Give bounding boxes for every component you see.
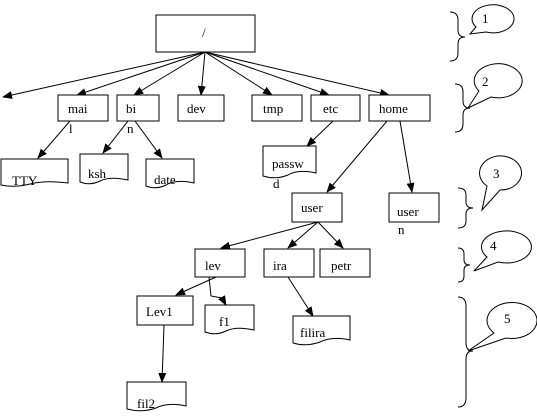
file-date: date xyxy=(145,158,195,189)
edge-home-to-usern xyxy=(399,120,415,193)
file-nodes: TTY ksh date passw d f1 filira fil2 xyxy=(0,145,351,412)
node-mail: mai l xyxy=(57,94,109,136)
callout-level-2: 2 xyxy=(466,63,523,110)
node-bin-label: bi xyxy=(126,101,137,116)
edge-etc-to-passwd xyxy=(306,120,334,147)
brace-level-1 xyxy=(449,11,466,62)
node-petr-label: petr xyxy=(331,258,352,273)
node-root: / xyxy=(155,14,256,53)
file-date-label: date xyxy=(154,172,176,187)
level-callouts: 1 2 3 4 5 xyxy=(466,4,537,352)
node-ira-label: ira xyxy=(273,258,287,273)
edge-root-to-mail xyxy=(76,51,206,96)
file-filira: filira xyxy=(292,315,351,346)
file-f1-label: f1 xyxy=(219,314,230,329)
brace-level-4 xyxy=(457,247,471,283)
file-tty-label: TTY xyxy=(12,173,38,188)
file-passwd: passw d xyxy=(262,145,317,191)
edge-mail-to-tty xyxy=(37,120,71,159)
node-bin: bi n xyxy=(116,94,160,136)
callout-level-2-label: 2 xyxy=(482,74,489,89)
callout-level-3-label: 3 xyxy=(493,166,500,181)
node-etc: etc xyxy=(310,94,361,122)
edge-lev1-to-fil2 xyxy=(158,324,167,383)
node-ira: ira xyxy=(263,248,315,278)
file-tty: TTY xyxy=(0,158,69,188)
node-mail-label-wrap: l xyxy=(69,121,73,136)
brace-level-3 xyxy=(457,187,474,229)
file-filira-label: filira xyxy=(300,325,325,340)
edge-root-to-tmp xyxy=(204,51,273,96)
callout-level-4-label: 4 xyxy=(490,238,497,253)
file-passwd-label-wrap: d xyxy=(273,176,280,191)
callout-level-4: 4 xyxy=(473,230,532,272)
edge-lev-to-f1 xyxy=(208,276,227,306)
edge-root-to-bin xyxy=(133,51,206,96)
edge-ira-to-filira xyxy=(287,276,314,317)
node-user: user xyxy=(291,192,343,223)
file-fil2-label: fil2 xyxy=(137,396,155,411)
node-lev1-label: Lev1 xyxy=(146,304,173,319)
callout-level-3: 3 xyxy=(479,155,523,212)
node-dev: dev xyxy=(177,94,225,122)
file-f1: f1 xyxy=(204,304,255,335)
node-usern: user n xyxy=(388,192,440,237)
node-mail-label: mai xyxy=(68,101,88,116)
node-root-label: / xyxy=(202,25,206,40)
edge-user-to-petr xyxy=(317,221,344,249)
edge-root-to-dev xyxy=(197,51,206,96)
file-fil2: fil2 xyxy=(126,381,187,412)
edge-user-to-lev xyxy=(220,221,319,250)
node-usern-label-wrap: n xyxy=(398,222,405,237)
node-petr: petr xyxy=(319,248,371,278)
edge-home-to-user xyxy=(326,120,388,193)
edge-root-to-etc xyxy=(204,51,330,96)
level-braces xyxy=(449,11,474,408)
node-lev-label: lev xyxy=(205,258,221,273)
node-lev: lev xyxy=(194,248,246,278)
edge-root-to-home xyxy=(204,51,390,97)
node-lev1: Lev1 xyxy=(136,295,194,326)
file-passwd-label: passw xyxy=(272,156,304,171)
tree-edges xyxy=(2,51,415,383)
callout-level-5-label: 5 xyxy=(504,311,511,326)
callout-level-1: 1 xyxy=(468,4,515,35)
brace-level-2 xyxy=(454,83,471,133)
callout-level-1-label: 1 xyxy=(482,11,489,26)
directory-nodes: / mai l bi n dev tmp etc home xyxy=(57,14,440,326)
node-tmp: tmp xyxy=(251,94,303,122)
edge-bin-to-date xyxy=(134,120,163,159)
node-home: home xyxy=(368,94,431,122)
node-dev-label: dev xyxy=(187,101,206,116)
brace-level-5 xyxy=(457,296,474,408)
file-ksh-label: ksh xyxy=(88,166,107,181)
node-bin-label-wrap: n xyxy=(127,121,134,136)
node-usern-label: user xyxy=(397,204,419,219)
edge-root-to-left xyxy=(2,51,206,99)
node-home-label: home xyxy=(379,101,408,116)
node-tmp-label: tmp xyxy=(263,101,283,116)
edge-user-to-ira xyxy=(287,221,319,249)
callout-level-5: 5 xyxy=(467,302,537,352)
file-ksh: ksh xyxy=(79,153,129,185)
node-user-label: user xyxy=(301,200,323,215)
node-etc-label: etc xyxy=(323,101,338,116)
edge-bin-to-ksh xyxy=(102,120,129,154)
